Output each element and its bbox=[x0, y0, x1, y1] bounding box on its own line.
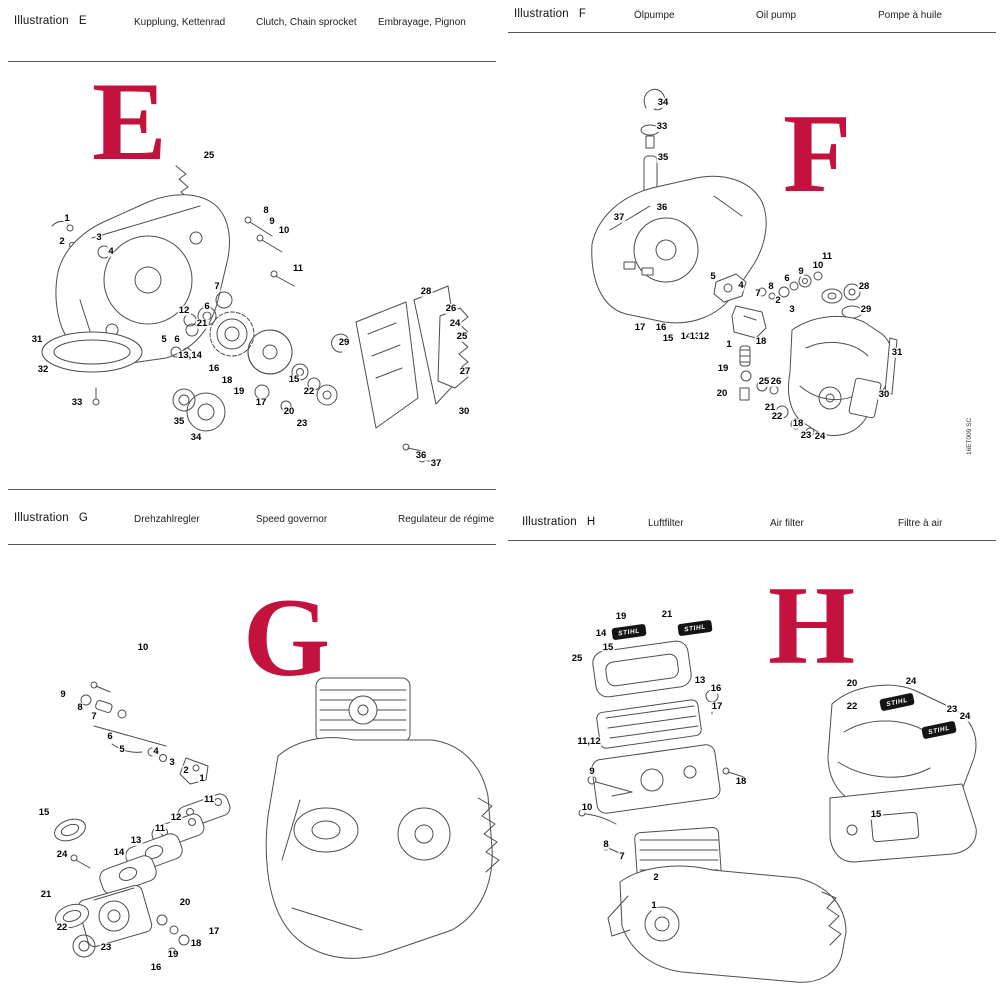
illustration-e-title: Illustration E bbox=[14, 15, 87, 27]
illustration-letter: G bbox=[78, 512, 88, 524]
label-german: Kupplung, Kettenrad bbox=[134, 17, 226, 28]
header-divider bbox=[8, 544, 496, 545]
illustration-word: Illustration bbox=[14, 512, 69, 524]
exploded-diagram-speed-governor bbox=[54, 677, 500, 959]
header-divider bbox=[508, 32, 996, 33]
illustration-word: Illustration bbox=[14, 15, 69, 27]
illustration-g-title: Illustration G bbox=[14, 512, 88, 524]
label-german: Luftfilter bbox=[648, 518, 684, 529]
diagram-linework bbox=[41, 165, 469, 465]
label-german: Ölpumpe bbox=[634, 10, 675, 21]
diagram-linework bbox=[578, 640, 977, 983]
label-english: Speed governor bbox=[256, 514, 328, 525]
section-letter-e: E bbox=[92, 60, 167, 184]
exploded-diagram-clutch bbox=[41, 165, 469, 465]
section-bottom-divider bbox=[8, 489, 496, 490]
section-letter-h: H bbox=[768, 564, 856, 688]
illustration-letter: F bbox=[578, 8, 586, 20]
illustration-letter: H bbox=[586, 516, 596, 528]
exploded-diagram-oil-pump bbox=[591, 88, 898, 437]
section-letter-f: F bbox=[783, 92, 852, 216]
label-french: Regulateur de régime bbox=[398, 514, 495, 525]
illustration-word: Illustration bbox=[514, 8, 569, 20]
header-divider bbox=[8, 61, 496, 62]
header-divider bbox=[508, 540, 996, 541]
label-french: Embrayage, Pignon bbox=[378, 17, 466, 28]
label-french: Pompe à huile bbox=[878, 10, 942, 21]
exploded-diagram-air-filter bbox=[578, 640, 977, 983]
label-german: Drehzahlregler bbox=[134, 514, 200, 525]
label-english: Clutch, Chain sprocket bbox=[256, 17, 357, 28]
section-letter-g: G bbox=[243, 576, 331, 700]
label-english: Oil pump bbox=[756, 10, 797, 21]
illustration-word: Illustration bbox=[522, 516, 577, 528]
diagram-linework bbox=[54, 677, 500, 959]
label-french: Filtre à air bbox=[898, 518, 943, 529]
label-english: Air filter bbox=[770, 518, 804, 529]
illustration-h-title: Illustration H bbox=[522, 516, 595, 528]
illustration-letter: E bbox=[78, 15, 87, 27]
illustration-f-title: Illustration F bbox=[514, 8, 586, 20]
diagram-linework bbox=[591, 88, 898, 437]
